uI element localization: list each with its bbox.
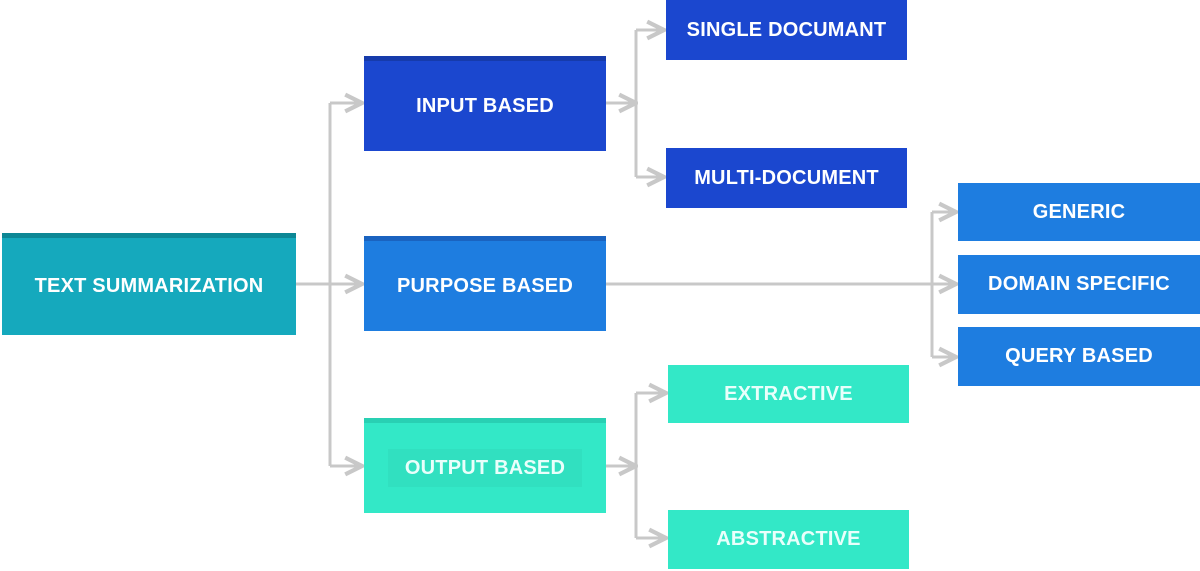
node-purpose-based: PURPOSE BASED — [364, 236, 606, 331]
node-extractive-label: EXTRACTIVE — [724, 382, 853, 405]
node-input-based-label: INPUT BASED — [416, 94, 554, 117]
root-node-text-summarization: TEXT SUMMARIZATION — [2, 233, 296, 335]
node-query-based: QUERY BASED — [958, 327, 1200, 386]
node-output-based: OUTPUT BASED — [364, 418, 606, 513]
node-domain-specific-label: DOMAIN SPECIFIC — [988, 273, 1170, 295]
node-generic: GENERIC — [958, 183, 1200, 241]
node-multi-document: MULTI-DOCUMENT — [666, 148, 907, 208]
node-purpose-based-label: PURPOSE BASED — [397, 274, 573, 297]
node-generic-label: GENERIC — [1032, 200, 1126, 223]
node-input-based: INPUT BASED — [364, 56, 606, 151]
node-single-document: SINGLE DOCUMANT — [666, 0, 907, 60]
node-abstractive: ABSTRACTIVE — [668, 510, 909, 569]
node-query-based-label: QUERY BASED — [1005, 345, 1153, 367]
root-node-label: TEXT SUMMARIZATION — [34, 275, 264, 297]
node-abstractive-label: ABSTRACTIVE — [716, 528, 861, 550]
node-output-based-inner-panel — [388, 449, 582, 487]
node-single-document-label: SINGLE DOCUMANT — [686, 18, 887, 41]
node-multi-document-label: MULTI-DOCUMENT — [694, 166, 879, 189]
node-domain-specific: DOMAIN SPECIFIC — [958, 255, 1200, 314]
node-extractive: EXTRACTIVE — [668, 365, 909, 423]
